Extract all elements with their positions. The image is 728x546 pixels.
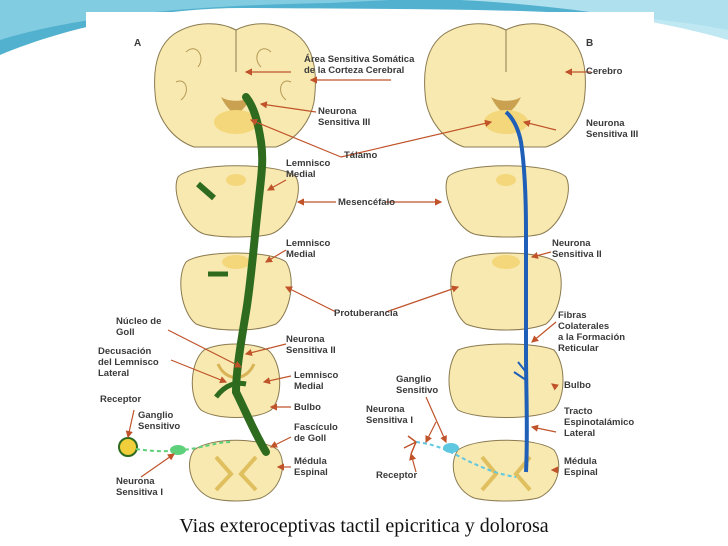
panel-a-structures (118, 23, 316, 502)
label-talamo: Tálamo (344, 150, 378, 161)
pathway-drawing (118, 23, 591, 502)
spinal-cord-b (452, 439, 560, 502)
pathway-b-spinothalamic (504, 110, 529, 473)
background-swoosh (0, 0, 728, 55)
label-receptor-b: Receptor (376, 470, 418, 481)
label-neurona-iii-b: Neurona Sensitiva III (586, 118, 639, 140)
label-lemnisco-medial-2: Lemnisco Medial (286, 238, 331, 260)
brain-b (424, 23, 586, 148)
label-receptor-a: Receptor (100, 394, 142, 405)
medulla-b (448, 343, 564, 418)
label-neurona-i-a: Neurona Sensitiva I (116, 476, 163, 498)
label-area-sensitiva: Área Sensitiva Somática de la Corteza Ce… (304, 54, 415, 76)
label-bulbo-a: Bulbo (294, 402, 321, 413)
mesencephalon-b (445, 165, 569, 238)
pons-b (450, 252, 562, 331)
label-lemnisco-medial-3: Lemnisco Medial (294, 370, 339, 392)
label-ganglio-b: Ganglio Sensitivo (396, 374, 439, 396)
label-neurona-i-b: Neurona Sensitiva I (366, 404, 413, 426)
label-lemnisco-medial-1: Lemnisco Medial (286, 158, 331, 180)
label-tracto-espinotalamico: Tracto Espinotalámico Lateral (564, 406, 635, 439)
mesencephalon-a (175, 165, 299, 238)
label-bulbo-b: Bulbo (564, 380, 591, 391)
label-neurona-ii-a: Neurona Sensitiva II (286, 334, 336, 356)
label-medula-a: Médula Espinal (294, 456, 328, 478)
label-mesencefalo: Mesencéfalo (338, 197, 396, 208)
panel-b-structures (403, 23, 586, 502)
panel-a-letter: A (134, 38, 142, 49)
label-neurona-iii-a: Neurona Sensitiva III (318, 106, 371, 128)
brain-a (154, 23, 316, 148)
label-neurona-ii-b: Neurona Sensitiva II (552, 238, 602, 260)
pons-a (180, 252, 292, 331)
label-nucleo-goll: Núcleo de Goll (116, 316, 162, 338)
panel-b-letter: B (586, 38, 594, 49)
neural-pathway-figure: A Área Sensitiva Somática de la Corteza … (86, 12, 654, 512)
connector-arrows (125, 68, 591, 478)
label-protuberancia: Protuberancia (334, 308, 398, 319)
label-fibras-colaterales: Fibras Colaterales a la Formación Reticu… (558, 310, 626, 354)
label-decusacion: Decusación del Lemnisco Lateral (98, 346, 159, 379)
label-cerebro: Cerebro (586, 66, 623, 77)
spinal-cord-a (189, 439, 283, 502)
pathway-a-lemniscus (231, 93, 270, 456)
figure-caption: Vias exteroceptivas tactil epicritica y … (179, 515, 549, 537)
label-fasciculo-goll: Fascículo de Goll (294, 422, 338, 444)
label-ganglio-a: Ganglio Sensitivo (138, 410, 181, 432)
label-medula-b: Médula Espinal (564, 456, 598, 478)
receptor-a (118, 437, 138, 457)
